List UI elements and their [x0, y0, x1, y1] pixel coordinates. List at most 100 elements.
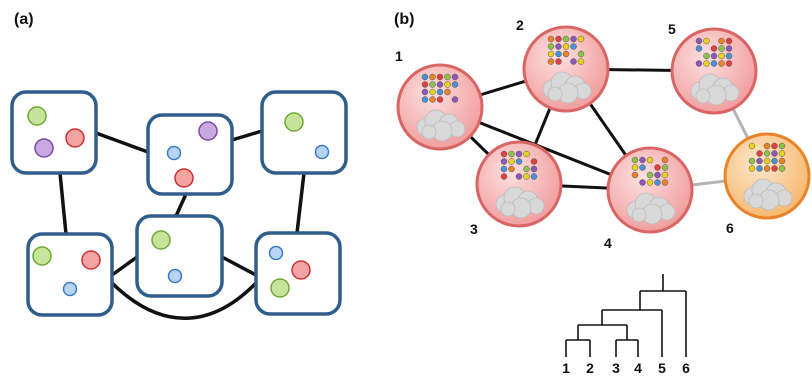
- node-label-2: 2: [516, 17, 524, 33]
- node-dot: [547, 43, 555, 50]
- box-a5: [135, 214, 224, 298]
- node-dot: [646, 171, 654, 179]
- node-dot: [500, 158, 508, 165]
- node-dot: [421, 73, 429, 81]
- dendro-leaf-label-1: 1: [562, 360, 570, 376]
- node-dot: [444, 73, 451, 81]
- node-dot: [530, 165, 538, 173]
- node-dot: [436, 73, 444, 81]
- node-dot: [661, 156, 669, 164]
- node-dot: [718, 52, 725, 60]
- node-dot: [654, 179, 661, 186]
- edge-a-box4-box5: [110, 255, 139, 277]
- dendro-leaf-label-3: 3: [612, 360, 620, 376]
- node-dot: [718, 37, 725, 45]
- edge-a-box5-box6: [221, 255, 257, 277]
- node-dot: [639, 179, 646, 186]
- node-dot: [631, 171, 639, 179]
- node-dot: [748, 165, 756, 172]
- node-dot: [763, 165, 771, 172]
- dot-green: [151, 230, 171, 250]
- node-labels: 1 2 3 4 5 6: [395, 17, 734, 251]
- edge-a-box4-box6-curve: [110, 281, 258, 320]
- node-label-1: 1: [395, 48, 403, 64]
- node-dot: [756, 150, 763, 157]
- edge-a-box2-box5: [174, 193, 188, 217]
- node-3: [475, 140, 563, 228]
- node-dot: [718, 60, 725, 67]
- node-dot: [710, 52, 718, 60]
- node-dot: [508, 165, 515, 173]
- node-dot: [421, 88, 429, 96]
- dot-blue: [314, 144, 330, 160]
- dot-purple: [198, 121, 218, 141]
- node-dot: [523, 173, 530, 180]
- node-dot: [436, 81, 444, 88]
- node-label-5: 5: [668, 21, 676, 37]
- node-dot: [577, 50, 585, 58]
- node-dot: [570, 43, 577, 50]
- dendro-leaf-label-6: 6: [682, 360, 690, 376]
- node-dot: [631, 164, 639, 171]
- node-dot: [421, 96, 429, 103]
- node-dot: [577, 58, 585, 65]
- node-5: [670, 27, 758, 115]
- edge-a-box3-box6: [295, 172, 306, 234]
- cloud-icon: [743, 178, 793, 211]
- node-dot: [763, 150, 771, 157]
- node-dot: [778, 150, 786, 157]
- node-dot: [646, 179, 654, 186]
- node-dot: [718, 45, 725, 52]
- node-dot: [523, 150, 530, 158]
- edge-a-box1-box4: [58, 172, 68, 235]
- cloud-icon: [690, 73, 740, 106]
- node-1: [396, 63, 484, 151]
- cloud-icon: [495, 186, 545, 219]
- node-dot: [771, 150, 778, 157]
- node-dot: [451, 73, 459, 81]
- dendro-leaf-label-4: 4: [634, 360, 642, 376]
- node-dot: [429, 96, 436, 103]
- node-dot: [763, 157, 771, 165]
- node-dot: [710, 60, 718, 67]
- node-label-6: 6: [726, 220, 734, 236]
- panel-a-dots: [27, 106, 330, 298]
- node-dot: [661, 171, 669, 179]
- node-dot: [710, 45, 718, 52]
- node-4: [606, 146, 694, 234]
- edge-a-box2-box3: [231, 129, 263, 142]
- node-dot: [639, 164, 646, 171]
- node-dot: [515, 158, 523, 165]
- node-dot: [695, 37, 703, 45]
- node-dot: [631, 156, 639, 164]
- dot-red: [174, 168, 194, 188]
- node-dot: [500, 173, 508, 180]
- node-label-4: 4: [604, 235, 612, 251]
- box-a3: [260, 90, 348, 175]
- node-dot: [451, 96, 459, 103]
- node-dot: [756, 157, 763, 165]
- node-dot: [771, 165, 778, 172]
- dot-blue: [62, 281, 78, 297]
- node-dot: [661, 179, 669, 186]
- node-dot: [436, 96, 444, 103]
- node-dot: [429, 73, 436, 81]
- node-dot: [725, 60, 733, 67]
- node-dot: [555, 58, 562, 65]
- node-dot: [562, 50, 570, 58]
- dot-red: [291, 260, 311, 280]
- dot-purple: [34, 138, 54, 158]
- dendrogram: [565, 274, 687, 357]
- node-dot: [570, 58, 577, 65]
- dendrogram-labels: 1 2 3 4 5 6: [562, 360, 690, 376]
- node-dot: [429, 88, 436, 96]
- node-dot: [523, 165, 530, 173]
- node-dot: [695, 45, 703, 52]
- node-dot: [547, 35, 555, 43]
- node-dot: [778, 165, 786, 172]
- dot-blue: [167, 268, 183, 284]
- node-dot: [646, 156, 654, 164]
- node-dot: [530, 173, 538, 180]
- node-dot: [562, 43, 570, 50]
